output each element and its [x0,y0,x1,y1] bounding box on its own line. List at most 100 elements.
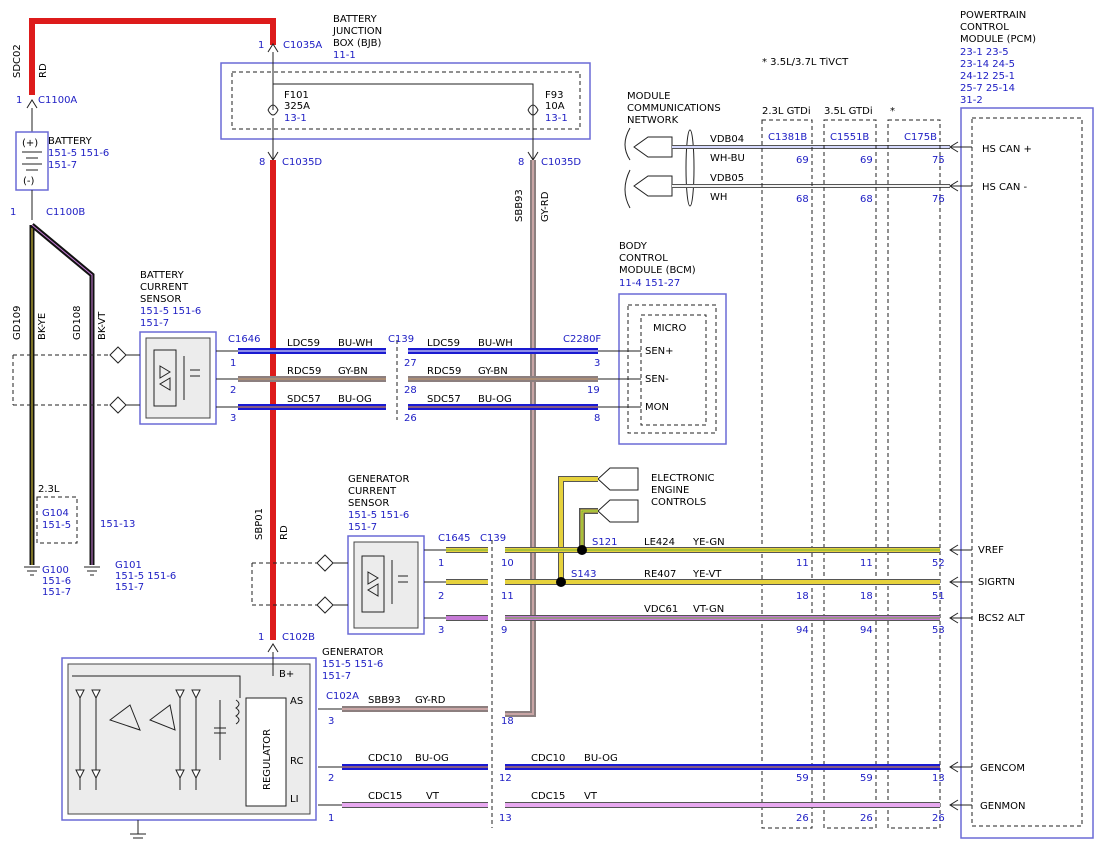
svg-text:C1551B: C1551B [830,132,869,143]
svg-text:CONTROL: CONTROL [960,22,1009,33]
svg-text:53: 53 [932,625,945,636]
svg-text:C2280F: C2280F [563,334,601,345]
svg-text:10A: 10A [545,101,565,112]
svg-text:11-4 151-27: 11-4 151-27 [619,278,680,289]
svg-text:151-7: 151-7 [48,160,77,171]
svg-text:C1381B: C1381B [768,132,807,143]
svg-text:13: 13 [932,773,945,784]
svg-text:11: 11 [501,591,514,602]
svg-text:G100: G100 [42,565,69,576]
svg-text:13-1: 13-1 [545,113,568,124]
svg-text:VDB05: VDB05 [710,173,744,184]
wire-sbb93 [505,160,536,717]
svg-text:BK-VT: BK-VT [97,311,108,340]
svg-text:1: 1 [230,358,236,369]
svg-text:C1100B: C1100B [46,207,85,218]
svg-text:CDC15: CDC15 [368,791,402,802]
svg-text:CURRENT: CURRENT [140,282,189,293]
svg-text:151-5 151-6: 151-5 151-6 [115,571,176,582]
svg-text:BODY: BODY [619,241,648,252]
svg-text:BU-OG: BU-OG [338,394,372,405]
svg-text:BU-OG: BU-OG [478,394,512,405]
svg-text:BOX (BJB): BOX (BJB) [333,38,382,49]
svg-text:BU-WH: BU-WH [338,338,373,349]
svg-text:GENERATOR: GENERATOR [348,474,409,485]
svg-text:27: 27 [404,358,417,369]
svg-text:SIGRTN: SIGRTN [978,577,1015,588]
svg-text:18: 18 [860,591,873,602]
ground-symbol [24,566,100,576]
svg-text:COMMUNICATIONS: COMMUNICATIONS [627,103,721,114]
svg-text:26: 26 [860,813,873,824]
svg-text:F101: F101 [284,90,309,101]
svg-text:GENCOM: GENCOM [980,763,1025,774]
svg-text:LI: LI [290,794,299,805]
svg-text:MON: MON [645,402,669,413]
svg-text:CONTROL: CONTROL [619,253,668,264]
svg-text:3: 3 [594,358,600,369]
svg-text:52: 52 [932,558,945,569]
svg-text:26: 26 [932,813,945,824]
svg-text:SENSOR: SENSOR [140,294,181,305]
svg-text:51: 51 [932,591,945,602]
svg-text:(+): (+) [22,138,38,149]
svg-text:12: 12 [499,773,512,784]
svg-text:26: 26 [404,413,417,424]
svg-text:GENERATOR: GENERATOR [322,647,383,658]
svg-text:1: 1 [10,207,16,218]
svg-text:C1035D: C1035D [282,157,322,168]
svg-text:ELECTRONIC: ELECTRONIC [651,473,715,484]
svg-text:G104: G104 [42,508,69,519]
powertrain-control-module [960,107,1094,839]
svg-text:28: 28 [404,385,417,396]
svg-text:151-6: 151-6 [42,576,71,587]
svg-text:9: 9 [501,625,507,636]
svg-text:CDC10: CDC10 [531,753,565,764]
svg-text:SBP01: SBP01 [254,508,265,540]
svg-text:18: 18 [501,716,514,727]
svg-text:151-7: 151-7 [322,671,351,682]
svg-text:19: 19 [587,385,600,396]
svg-text:RDC59: RDC59 [287,366,321,377]
svg-text:MODULE: MODULE [627,91,670,102]
svg-text:YE-VT: YE-VT [692,569,722,580]
svg-text:WH-BU: WH-BU [710,153,745,164]
svg-text:BK-YE: BK-YE [37,313,48,340]
svg-text:BU-OG: BU-OG [415,753,449,764]
svg-text:25-7 25-14: 25-7 25-14 [960,83,1015,94]
svg-text:151-7: 151-7 [42,587,71,598]
svg-text:151-7: 151-7 [348,522,377,533]
splice-s121 [577,545,587,555]
svg-text:GY-RD: GY-RD [415,695,446,706]
connector-mark [267,43,279,53]
svg-text:68: 68 [860,194,873,205]
svg-text:151-5 151-6: 151-5 151-6 [322,659,383,670]
svg-text:18: 18 [796,591,809,602]
svg-text:151-13: 151-13 [100,519,135,530]
svg-text:1: 1 [16,95,22,106]
svg-text:1: 1 [258,632,264,643]
svg-text:*: * [890,106,895,117]
svg-text:C1646: C1646 [228,334,260,345]
svg-text:HS CAN +: HS CAN + [982,144,1032,155]
svg-text:8: 8 [259,157,265,168]
svg-text:CDC15: CDC15 [531,791,565,802]
svg-text:BU-OG: BU-OG [584,753,618,764]
svg-text:151-5 151-6: 151-5 151-6 [48,148,109,159]
svg-text:C1100A: C1100A [38,95,77,106]
svg-text:2.3L: 2.3L [38,484,60,495]
svg-text:2.3L GTDi: 2.3L GTDi [762,106,811,117]
svg-text:C139: C139 [480,533,506,544]
svg-text:SDC02: SDC02 [12,44,23,78]
svg-text:GY-BN: GY-BN [338,366,368,377]
svg-text:3: 3 [328,716,334,727]
svg-text:23-1 23-5: 23-1 23-5 [960,47,1009,58]
svg-text:ENGINE: ENGINE [651,485,689,496]
svg-text:C1035D: C1035D [541,157,581,168]
svg-text:WH: WH [710,192,727,203]
svg-text:3: 3 [230,413,236,424]
svg-text:C102B: C102B [282,632,315,643]
svg-text:151-5 151-6: 151-5 151-6 [348,510,409,521]
svg-text:2: 2 [438,591,444,602]
